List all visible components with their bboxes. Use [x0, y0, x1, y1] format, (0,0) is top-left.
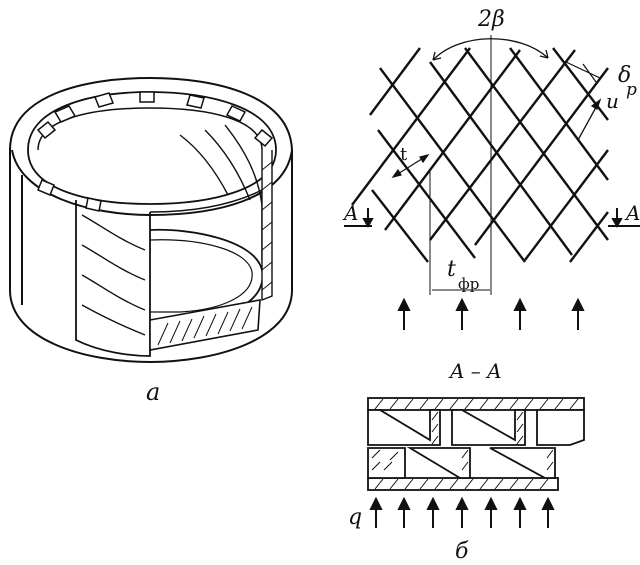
- cylinder-drawing: [9, 76, 293, 364]
- angle-arc: [432, 38, 549, 61]
- front-pitch-subscript: фр: [458, 275, 479, 293]
- cross-section-hatching: [371, 398, 579, 490]
- section-title: A – A: [448, 359, 502, 383]
- pitch-label: t: [400, 144, 408, 165]
- thickness-marker: [565, 61, 601, 83]
- thickness-symbol: δ: [618, 63, 631, 88]
- panel-a-caption: а: [146, 378, 160, 406]
- section-marker-left: [344, 208, 374, 229]
- flow-arrows-top: [397, 297, 585, 330]
- reference-lines: [429, 35, 492, 295]
- blade-lattice: [351, 47, 609, 263]
- thickness-label: δ: [618, 63, 631, 88]
- cylinder-bore-bottom-inner: [149, 239, 253, 313]
- cutaway-hatching: [149, 150, 273, 351]
- thickness-subscript: р: [626, 80, 637, 100]
- angle-label: 2β: [477, 7, 505, 32]
- rim-blade-blocks: [36, 91, 274, 212]
- cross-section: [367, 397, 585, 491]
- panel-b-caption: б: [455, 539, 469, 564]
- section-marker-left-label: A: [342, 201, 358, 225]
- velocity-arrow: [577, 98, 602, 141]
- pitch-marker: [391, 154, 430, 178]
- cutaway-front: [75, 200, 151, 357]
- velocity-label: u: [606, 89, 619, 113]
- front-pitch-label: t: [447, 257, 456, 282]
- cutaway-blades: [81, 124, 263, 336]
- section-marker-right-label: A: [624, 201, 640, 225]
- section-marker-right: [608, 208, 640, 229]
- flow-arrows-bottom: [369, 496, 555, 528]
- flow-label: q: [348, 505, 362, 530]
